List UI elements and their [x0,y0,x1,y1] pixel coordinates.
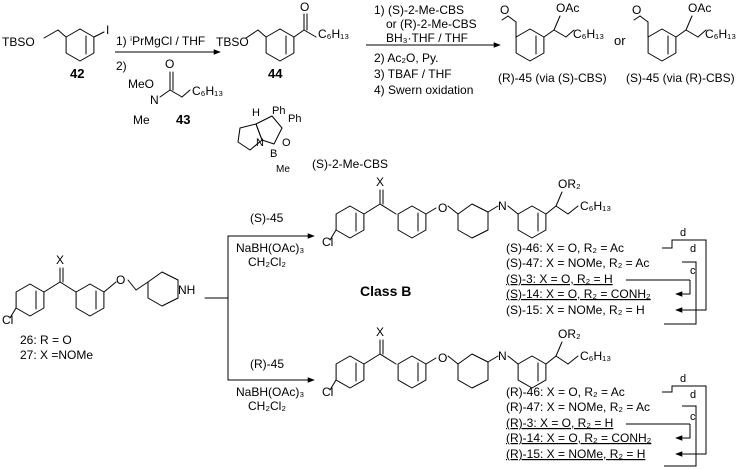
upper-o: O [438,201,447,215]
lower-compound-list: (R)-46: X = O, R₂ = Ac (R)-47: X = NOMe,… [506,385,652,461]
compound-26-label: 26: R = O [20,333,72,347]
lower-d1-label: d [680,373,686,385]
lower-n: N [498,349,507,363]
cond1-label: 1) (S)-2-Me-CBS [374,3,464,17]
upper-nabh: NaBH(OAc)₃ [236,241,304,255]
step1-label: 1) ⁱPrMgCl / THF [116,34,205,48]
ketone-tbso: TBSO [216,35,249,49]
upper-list-item: (S)-14: X = O, R₂ = CONH₂ [506,287,651,301]
upper-list-item: (S)-47: X = NOMe, R₂ = Ac [506,256,649,270]
cond2-label: 2) Ac₂O, Py. [374,51,438,65]
sm-cl: Cl [2,313,13,327]
r45-c6h13: C₆H₁₃ [573,27,604,41]
compound-r45-structure: O OAc C₆H₁₃ [500,1,604,62]
s45-ald-o: O [632,3,641,17]
ketone-c6h13: C₆H₁₃ [318,27,349,41]
sm-x: X [56,253,64,267]
s45-caption: (S)-45 (via (R)-CBS) [626,71,735,85]
compound-s45-structure: O OAc C₆H₁₃ [632,1,736,62]
weinreb-o: O [165,57,174,71]
lower-nabh: NaBH(OAc)₃ [236,385,304,399]
upper-x: X [376,175,384,189]
lower-conversion-arrows: d d c [626,373,707,467]
weinreb-n: N [150,93,159,107]
cbs-me: Me [276,164,290,175]
cbs-caption: (S)-2-Me-CBS [312,157,388,171]
cbs-b: B [270,148,277,160]
lower-list-item: (R)-15: X = NOMe, R₂ = H [506,447,645,461]
compound-43-label: 43 [176,112,190,127]
lower-or2: OR₂ [558,327,581,341]
lower-list-item: (R)-14: X = O, R₂ = CONH₂ [506,431,652,445]
cbs-o: O [282,137,291,149]
ketone-o: O [300,0,309,14]
weinreb-meo: MeO [128,77,154,91]
compound-27-label: 27: X =NOMe [20,348,93,362]
cbs-n: N [256,137,264,149]
lower-cl: Cl [322,385,333,399]
s45-c6h13: C₆H₁₃ [705,27,736,41]
upper-list-item: (S)-15: X = NOMe, R₂ = H [506,303,645,317]
cond1b-label: or (R)-2-Me-CBS [386,17,477,31]
compound-43-structure: MeO N Me O C₆H₁₃ [128,57,223,127]
weinreb-me: Me [133,113,150,127]
cbs-catalyst-structure: Ph Ph H N B O Me [237,105,301,175]
upper-or2: OR₂ [558,177,581,191]
r45-oac: OAc [556,1,579,15]
class-b-label: Class B [360,283,411,299]
upper-compound-list: (S)-46: X = O, R₂ = Ac (S)-47: X = NOMe,… [506,241,651,317]
s45-oac: OAc [688,1,711,15]
lower-c6h13: C₆H₁₃ [580,349,611,363]
compound-42-structure: TBSO I [2,23,109,62]
cbs-h: H [252,107,260,119]
upper-d2-label: d [690,243,696,255]
lower-solvent: CH₂Cl₂ [248,399,286,413]
lower-d2-label: d [690,389,696,401]
lower-o: O [438,351,447,365]
step2-label: 2) [116,59,127,73]
upper-c6h13: C₆H₁₃ [580,199,611,213]
upper-list-item: (S)-46: X = O, R₂ = Ac [506,241,624,255]
compound-44-label: 44 [268,66,283,81]
upper-c-label: c [690,265,696,277]
cbs-ph1: Ph [272,105,285,117]
compound-44-structure: TBSO O C₆H₁₃ [216,0,349,62]
cond1c-label: BH₃·THF / THF [386,31,468,45]
lower-list-item: (R)-46: X = O, R₂ = Ac [506,385,625,399]
sm-nh: NH [178,283,195,297]
cond4-label: 4) Swern oxidation [374,83,473,97]
r45-ald-o: O [500,3,509,17]
upper-cl: Cl [322,235,333,249]
upper-list-item: (S)-3: X = O, R₂ = H [506,272,613,286]
upper-d1-label: d [680,227,686,239]
lower-x: X [376,325,384,339]
lower-list-item: (R)-47: X = NOMe, R₂ = Ac [506,400,650,414]
cbs-ph2: Ph [288,113,301,125]
upper-n: N [498,199,507,213]
lower-c-label: c [690,411,696,423]
lower-reagent: (R)-45 [250,357,284,371]
cond3-label: 3) TBAF / THF [374,67,452,81]
weinreb-c6h13: C₆H₁₃ [192,84,223,98]
r45-caption: (R)-45 (via (S)-CBS) [498,71,607,85]
upper-reagent: (S)-45 [250,211,284,225]
lower-product-structure: Cl X O N OR₂ C₆H₁₃ [322,325,611,399]
upper-solvent: CH₂Cl₂ [248,255,286,269]
compound-26-27-structure: Cl X O NH [2,253,195,327]
tbso-label: TBSO [2,35,35,49]
sm-o: O [116,273,125,287]
upper-product-structure: Cl X O N OR₂ C₆H₁₃ [322,175,611,249]
compound-42-label: 42 [70,66,84,81]
lower-list-item: (R)-3: X = O, R₂ = H [506,416,613,430]
upper-conversion-arrows: d d c [626,227,707,325]
iodo-label: I [106,23,109,37]
or-label: or [614,33,626,48]
